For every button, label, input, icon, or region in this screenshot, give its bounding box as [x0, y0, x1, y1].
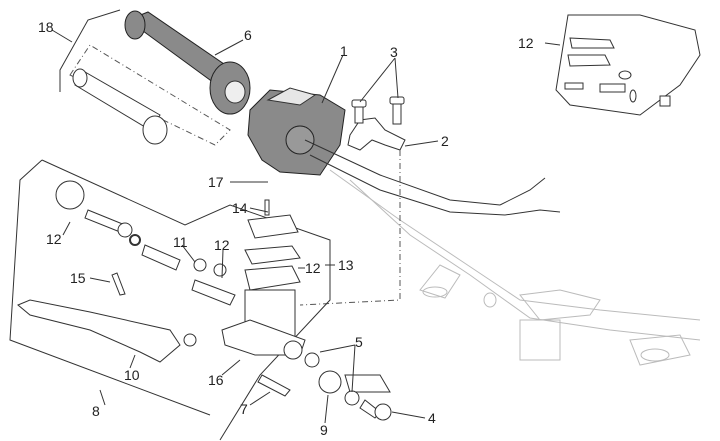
- grip-part-6: [124, 10, 251, 115]
- reservoir-part-13: [221, 199, 306, 360]
- callout-16: 16: [208, 372, 224, 388]
- brake-switch-part-7: [257, 374, 291, 397]
- handlebar-frame: [329, 169, 701, 366]
- callout-10: 10: [124, 367, 140, 383]
- group-8-outline-left: [9, 159, 211, 416]
- throttle-tube: [72, 68, 168, 145]
- banjo-fitting: [304, 352, 392, 421]
- callout-7: 7: [240, 401, 248, 417]
- callout-12-reservoir: 12: [305, 260, 321, 276]
- callout-17: 17: [208, 174, 224, 190]
- brake-lever-part-10: [17, 299, 197, 363]
- callout-15: 15: [70, 270, 86, 286]
- callout-9: 9: [320, 422, 328, 438]
- callout-4: 4: [428, 410, 436, 426]
- callout-2: 2: [441, 133, 449, 149]
- callout-11: 11: [173, 234, 188, 250]
- callout-3: 3: [390, 44, 398, 60]
- group-18-outline: [59, 9, 121, 92]
- switch-housing-part-1: [247, 87, 561, 216]
- callout-12-piston: 12: [46, 231, 62, 247]
- callout-8: 8: [92, 403, 100, 419]
- callout-12-inset: 12: [518, 35, 534, 51]
- callout-18: 18: [38, 19, 54, 35]
- callout-14: 14: [232, 200, 248, 216]
- callout-6: 6: [244, 27, 252, 43]
- master-cylinder-internals: [55, 180, 236, 306]
- callout-13: 13: [338, 257, 354, 273]
- inset-kit-12: [555, 14, 701, 116]
- clamp-part-2: [299, 96, 406, 306]
- leader-lines: [51, 29, 561, 424]
- callout-5: 5: [355, 334, 363, 350]
- grip-group-dash: [69, 44, 231, 146]
- group-8-outline: [41, 159, 331, 441]
- callout-12-seal: 12: [214, 237, 230, 253]
- callout-1: 1: [340, 43, 348, 59]
